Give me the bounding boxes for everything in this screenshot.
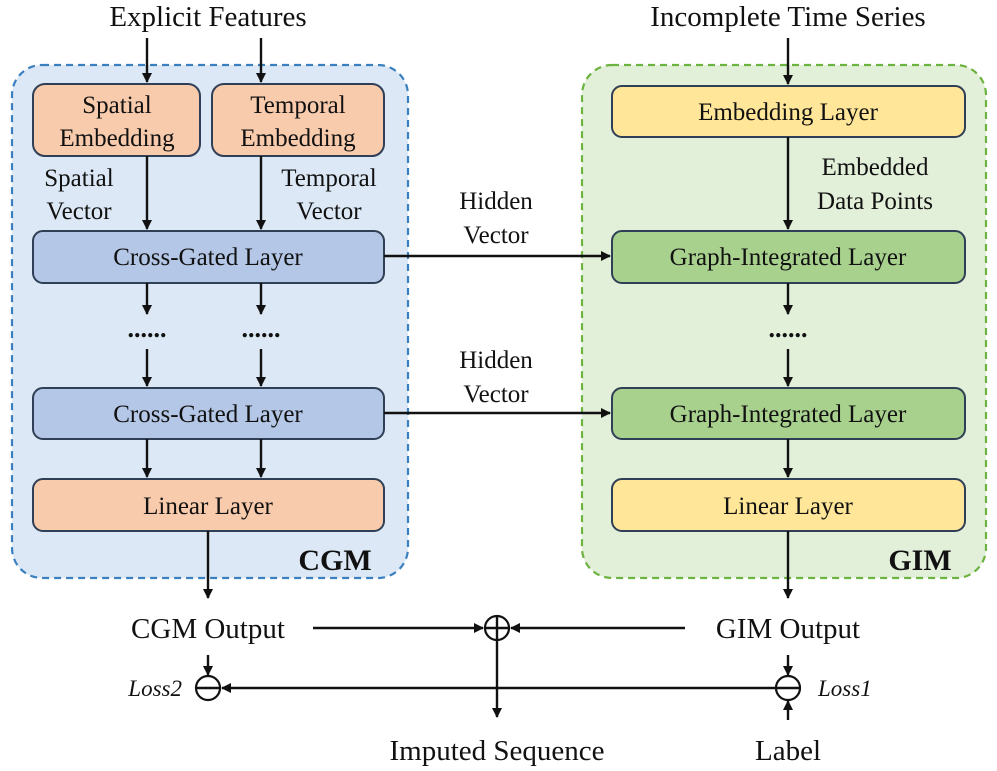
cgm-module [10, 63, 410, 580]
hidden-vector-1-line1: Hidden [459, 188, 533, 215]
spatial-vector-line2: Vector [46, 198, 112, 225]
cross-gated-layer-1-label: Cross-Gated Layer [113, 244, 303, 271]
embedded-points-line2: Data Points [817, 188, 933, 215]
cgm-module-tag: CGM [298, 544, 371, 577]
gim-module-tag: GIM [888, 544, 951, 577]
graph-integrated-layer-1-label: Graph-Integrated Layer [670, 244, 907, 271]
embedding-layer-label: Embedding Layer [698, 99, 878, 126]
loss1-label: Loss1 [817, 676, 872, 701]
gim-ellipsis: ...... [769, 314, 808, 343]
label-input-label: Label [755, 735, 821, 767]
embedded-points-line1: Embedded [822, 154, 929, 181]
spatial-embedding-line1: Spatial [82, 92, 151, 119]
gim-output-label: GIM Output [716, 613, 860, 645]
temporal-vector-line2: Vector [296, 198, 362, 225]
loss2-label: Loss2 [127, 676, 182, 701]
cgm-ellipsis-right: ...... [242, 314, 281, 343]
incomplete-series-label: Incomplete Time Series [650, 1, 925, 33]
gim-linear-layer-label: Linear Layer [723, 493, 853, 520]
spatial-embedding-line2: Embedding [59, 125, 175, 152]
spatial-embedding-box [32, 83, 201, 157]
gim-module [580, 63, 988, 580]
spatial-vector-line1: Spatial [44, 165, 113, 192]
cgm-linear-layer-label: Linear Layer [143, 493, 273, 520]
temporal-vector-line1: Temporal [281, 165, 376, 192]
explicit-features-label: Explicit Features [109, 1, 306, 33]
imputed-sequence-label: Imputed Sequence [389, 735, 604, 767]
hidden-vector-2-line2: Vector [463, 381, 529, 408]
temporal-embedding-line1: Temporal [250, 92, 345, 119]
temporal-embedding-box [211, 83, 385, 157]
cross-gated-layer-2-label: Cross-Gated Layer [113, 401, 303, 428]
cgm-ellipsis-left: ...... [128, 314, 167, 343]
graph-integrated-layer-2-label: Graph-Integrated Layer [670, 401, 907, 428]
temporal-embedding-line2: Embedding [240, 125, 356, 152]
hidden-vector-1-line2: Vector [463, 222, 529, 249]
cgm-output-label: CGM Output [131, 613, 285, 645]
hidden-vector-2-line1: Hidden [459, 347, 533, 374]
